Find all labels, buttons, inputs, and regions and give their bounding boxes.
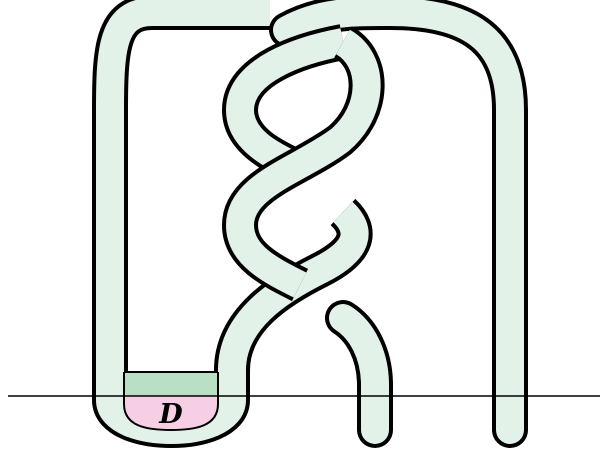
disk-d: D [124, 372, 218, 430]
tube-braid-lower [343, 318, 375, 430]
tube-strand-right-arch [287, 12, 510, 430]
disk-upper-band [124, 372, 218, 396]
disk-label: D [158, 399, 183, 430]
